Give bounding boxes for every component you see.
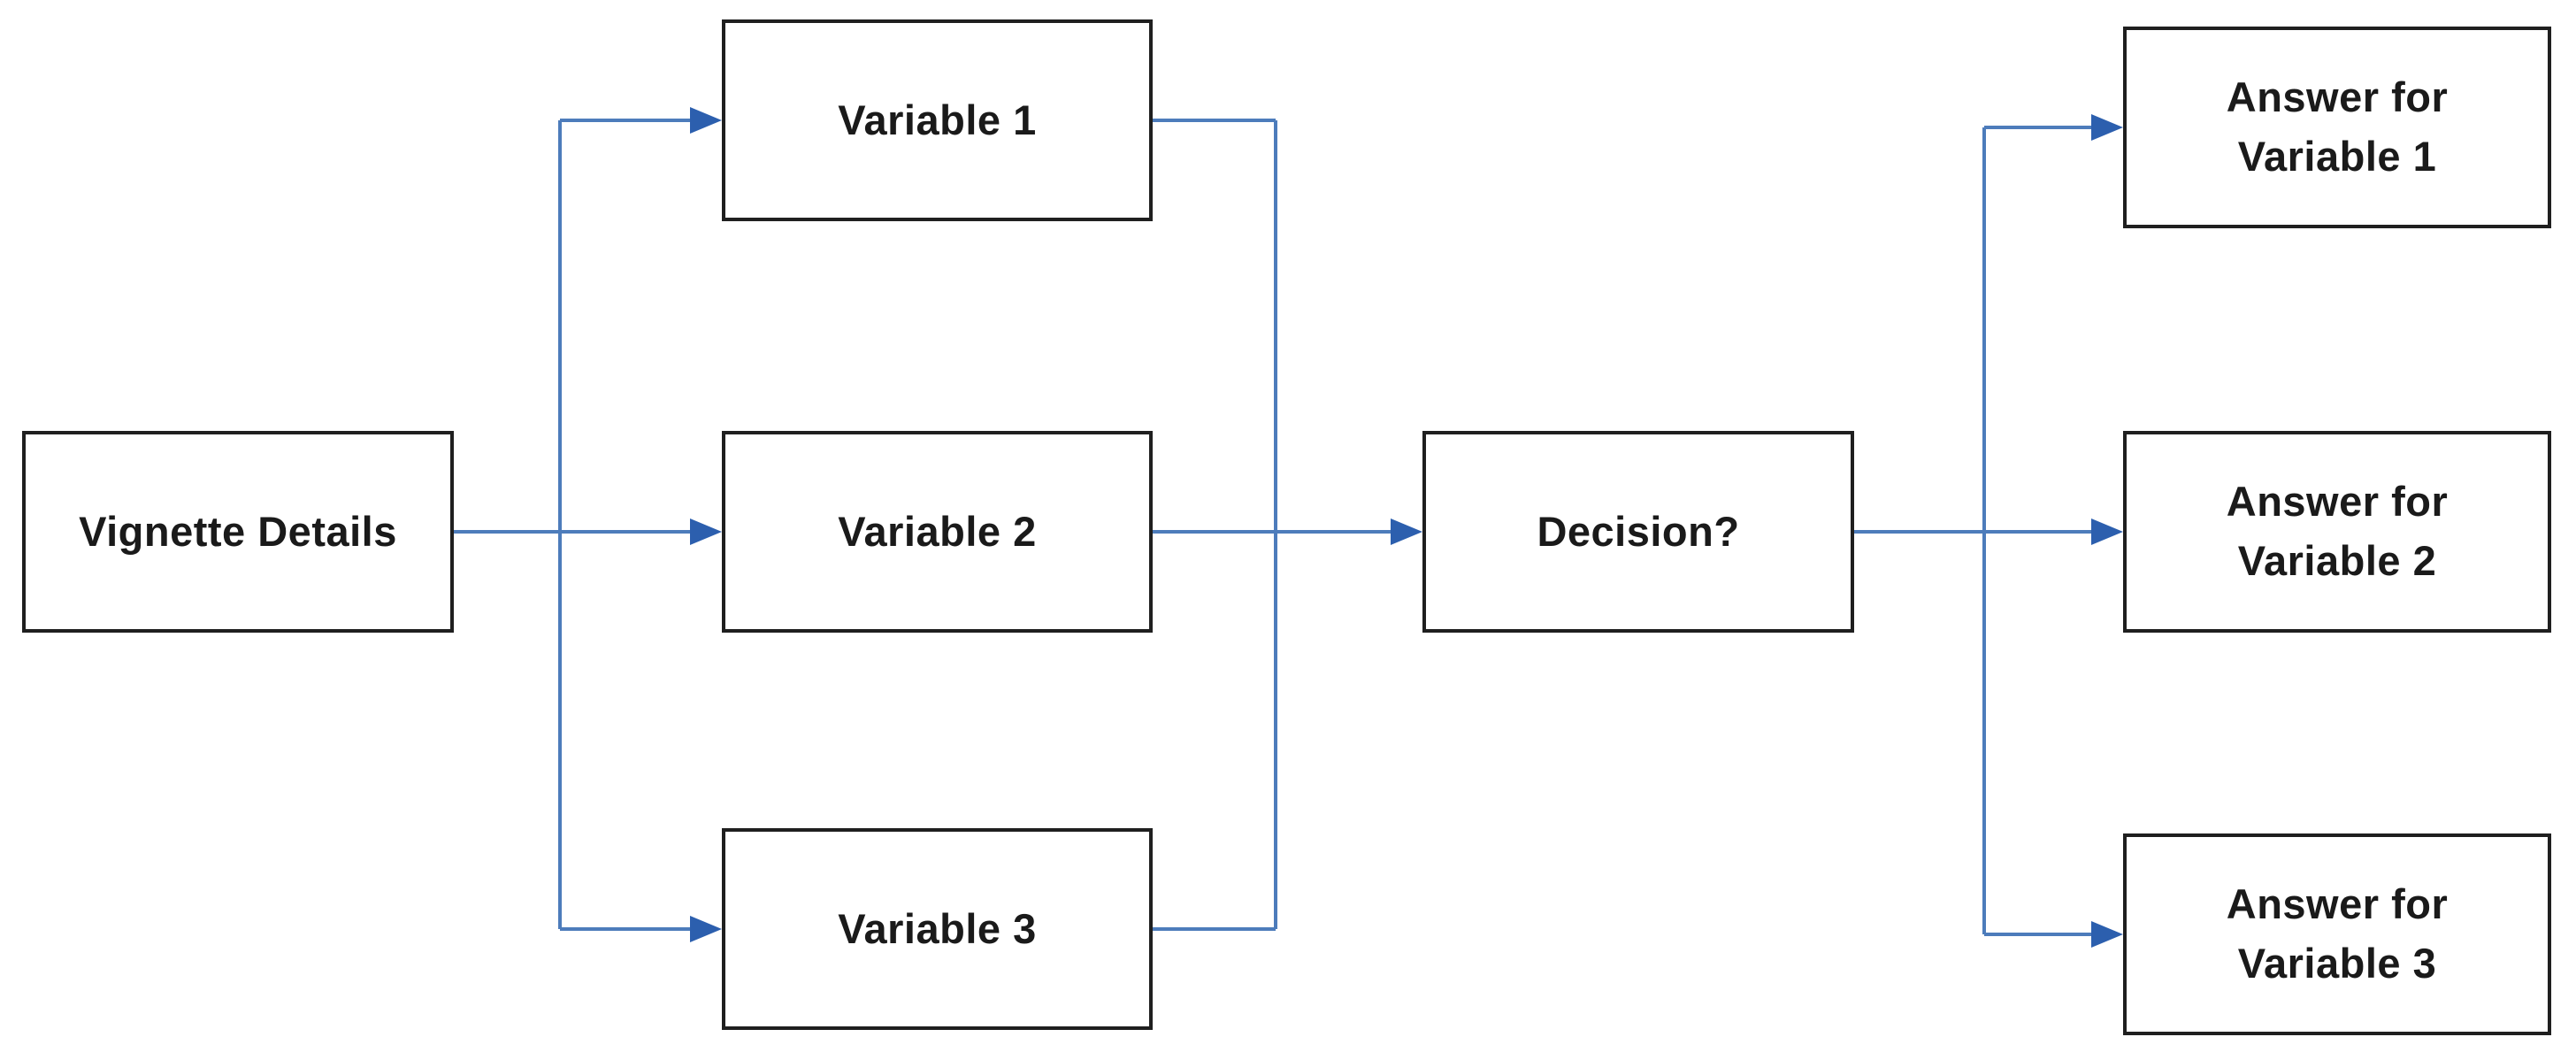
node-variable-2-label: Variable 2 <box>838 507 1037 555</box>
node-variable-3-label: Variable 3 <box>838 904 1037 952</box>
arrowhead-decision-icon <box>1391 518 1422 545</box>
node-decision: Decision? <box>1422 431 1854 633</box>
arrowhead-answer2-icon <box>2091 518 2123 545</box>
node-answer-variable-3: Answer for Variable 3 <box>2123 833 2551 1035</box>
node-variable-2: Variable 2 <box>722 431 1153 633</box>
arrowhead-variable1-icon <box>690 107 722 134</box>
node-variable-3: Variable 3 <box>722 828 1153 1030</box>
arrowhead-variable3-icon <box>690 916 722 942</box>
node-answer-variable-2: Answer for Variable 2 <box>2123 431 2551 633</box>
node-variable-1-label: Variable 1 <box>838 96 1037 143</box>
node-answer-variable-2-label: Answer for Variable 2 <box>2226 478 2449 584</box>
arrowhead-answer3-icon <box>2091 921 2123 948</box>
node-vignette-details: Vignette Details <box>22 431 454 633</box>
node-answer-variable-1: Answer for Variable 1 <box>2123 27 2551 228</box>
arrowhead-variable2-icon <box>690 518 722 545</box>
node-decision-label: Decision? <box>1537 507 1740 555</box>
arrowhead-answer1-icon <box>2091 114 2123 141</box>
node-vignette-details-label: Vignette Details <box>79 507 397 555</box>
node-answer-variable-1-label: Answer for Variable 1 <box>2226 73 2449 180</box>
node-variable-1: Variable 1 <box>722 19 1153 221</box>
node-answer-variable-3-label: Answer for Variable 3 <box>2226 880 2449 987</box>
